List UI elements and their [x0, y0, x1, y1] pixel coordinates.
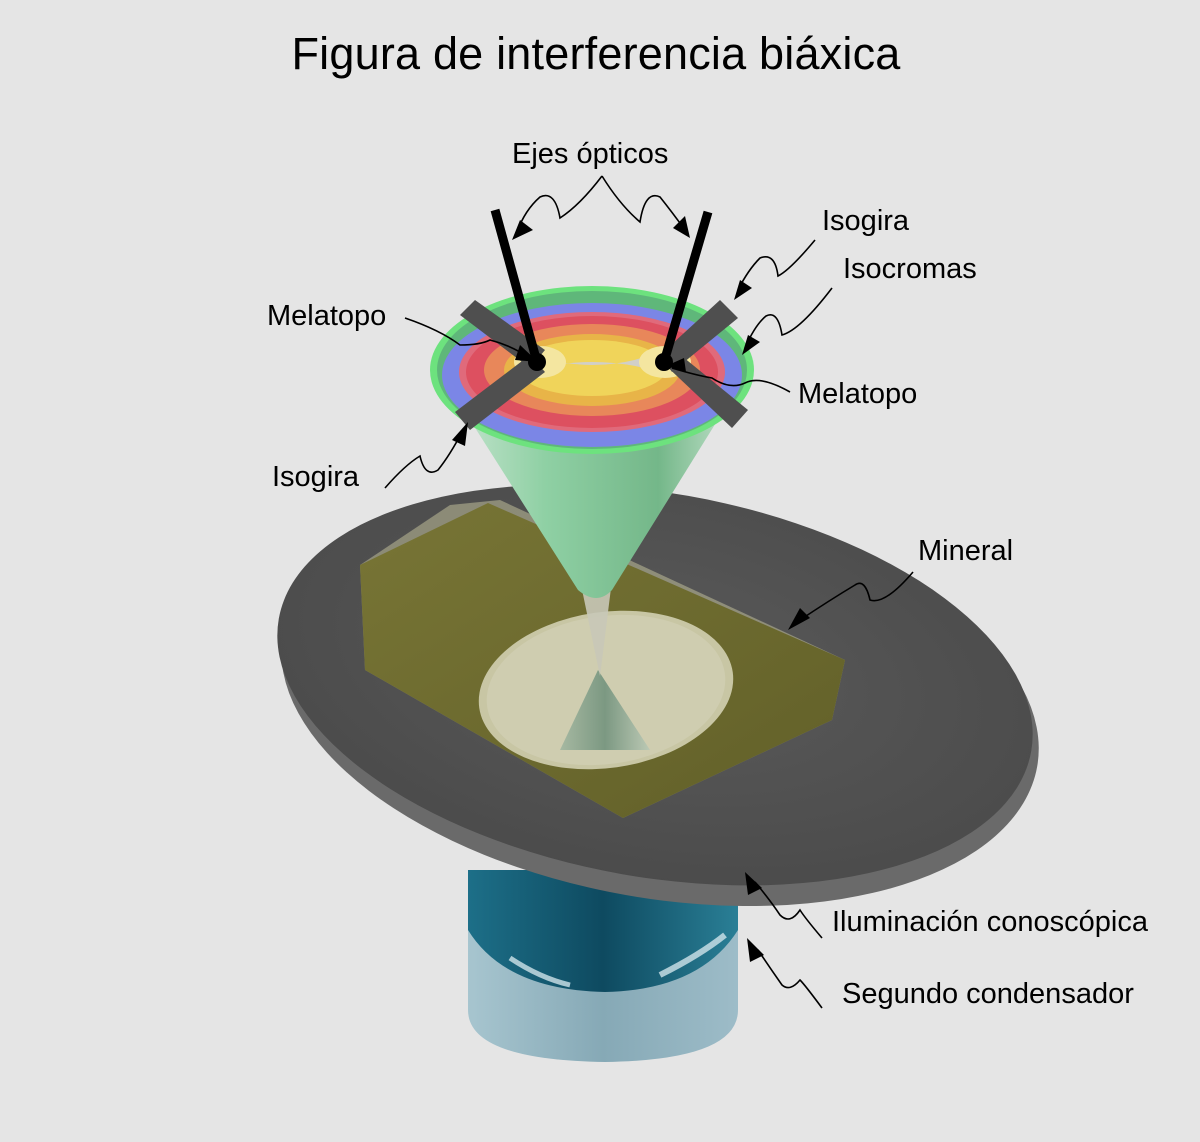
label-isogyre-bottom: Isogira: [272, 461, 360, 493]
optic-axis-right: [659, 210, 713, 364]
arrowhead-melatopo-right: [666, 358, 686, 372]
mineral-block: [360, 500, 845, 818]
isogyre-left-lower: [455, 355, 545, 430]
melatope-right-point: [655, 353, 673, 371]
arrowhead-mineral: [788, 608, 810, 630]
label-second-condenser: Segundo condensador: [842, 978, 1134, 1010]
label-isogyre-top: Isogira: [822, 205, 910, 237]
arrowhead-optic-left: [512, 220, 533, 240]
arrowhead-condenser: [747, 938, 764, 962]
label-mineral: Mineral: [918, 535, 1014, 567]
interference-figure: [430, 208, 754, 454]
leader-lines: [384, 175, 914, 1009]
arrowhead-illumination: [745, 872, 762, 895]
arrowhead-optic-right: [673, 216, 690, 238]
isogyre-right-upper: [660, 300, 738, 372]
arrowheads: [452, 216, 810, 962]
arrowhead-isogira-top: [734, 280, 752, 300]
arrowhead-isocromas: [742, 335, 760, 355]
label-melatope-left: Melatopo: [267, 300, 387, 332]
figure-title: Figura de interferencia biáxica: [291, 28, 901, 79]
label-optic-axes: Ejes ópticos: [512, 138, 669, 170]
label-isochromes: Isocromas: [843, 253, 977, 285]
optic-axis-left: [490, 208, 542, 364]
arrowhead-isogira-bottom: [452, 422, 468, 446]
arrowhead-melatopo-left: [515, 345, 538, 362]
label-conoscopic-illumination: Iluminación conoscópica: [832, 906, 1148, 938]
label-melatope-right: Melatopo: [798, 378, 918, 410]
